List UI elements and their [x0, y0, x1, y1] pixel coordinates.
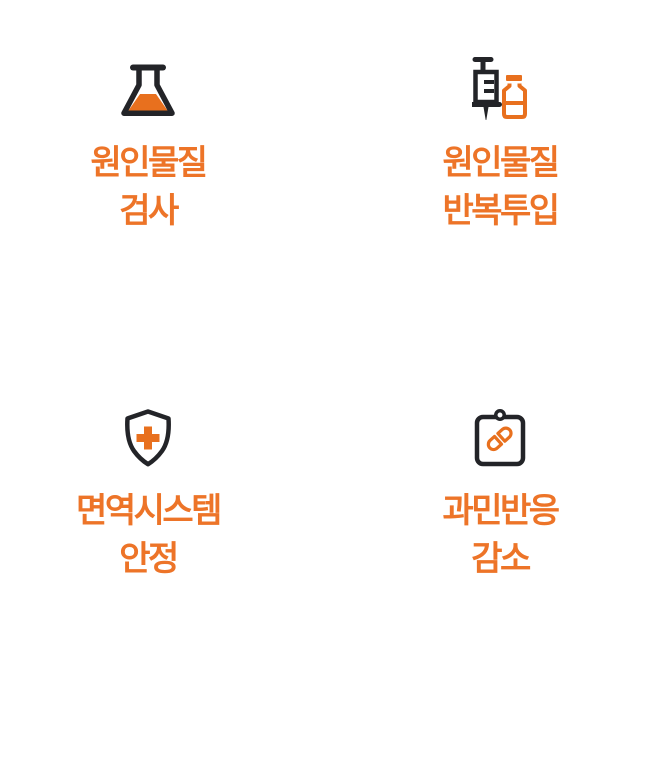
feature-card-repeat-injection: 원인물질 반복투입 — [375, 55, 625, 245]
feature-label: 면역시스템 안정 — [23, 487, 273, 583]
feature-label-line1: 면역시스템 — [76, 492, 222, 530]
feature-card-reaction-reduction: 과민반응 감소 — [375, 403, 625, 593]
syringe-vial-icon — [375, 55, 625, 125]
feature-label: 원인물질 검사 — [23, 139, 273, 235]
shield-cross-icon — [23, 403, 273, 473]
feature-label-line2: 검사 — [119, 192, 179, 230]
feature-label: 과민반응 감소 — [375, 487, 625, 583]
feature-label-line1: 원인물질 — [90, 144, 208, 182]
feature-card-immune-stability: 면역시스템 안정 — [23, 403, 273, 593]
feature-label-line2: 안정 — [119, 540, 179, 578]
feature-card-substance-test: 원인물질 검사 — [23, 55, 273, 245]
feature-label-line2: 반복투입 — [442, 192, 560, 230]
feature-label-line1: 원인물질 — [442, 144, 560, 182]
flask-icon — [23, 55, 273, 125]
feature-label: 원인물질 반복투입 — [375, 139, 625, 235]
feature-label-line2: 감소 — [471, 540, 531, 578]
clipboard-pills-icon — [375, 403, 625, 473]
feature-label-line1: 과민반응 — [442, 492, 560, 530]
